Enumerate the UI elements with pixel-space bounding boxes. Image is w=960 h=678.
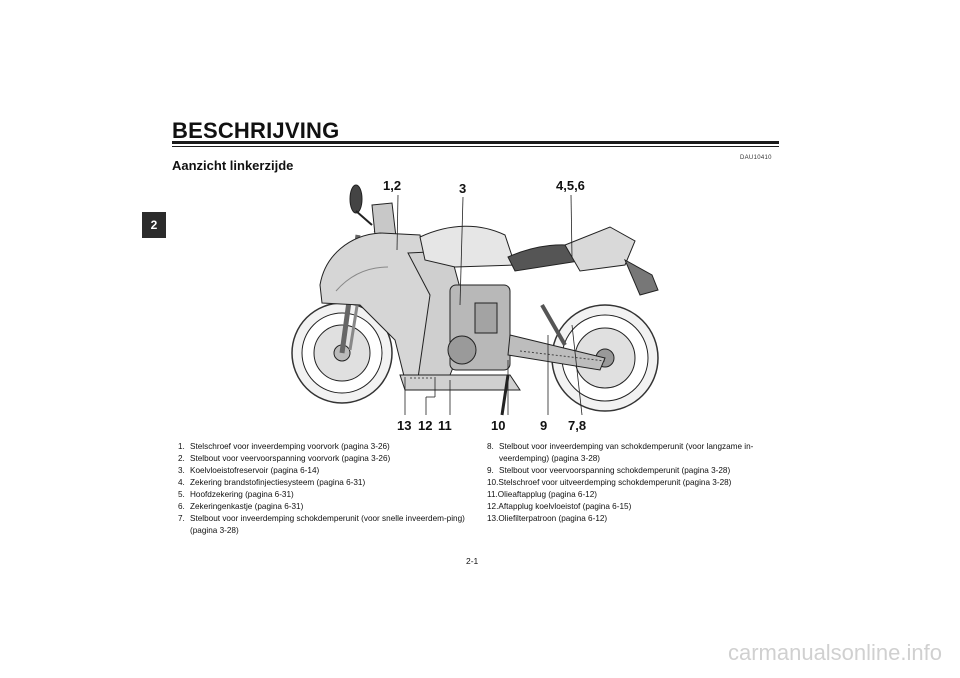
callout-12: 12 [418, 418, 433, 433]
callout-7-8: 7,8 [568, 418, 587, 433]
title-rule-thin [172, 146, 779, 147]
chapter-title: BESCHRIJVING [172, 118, 340, 143]
legend-left-column: 1.Stelschroef voor inveerdemping voorvor… [178, 441, 478, 537]
callout-9: 9 [540, 418, 548, 433]
callout-13: 13 [397, 418, 412, 433]
legend-right-column: 8.Stelbout voor inveerdemping van schokd… [487, 441, 787, 525]
legend-item: 13.Oliefilterpatroon (pagina 6-12) [487, 514, 608, 523]
callout-3: 3 [459, 181, 467, 196]
title-rule [172, 141, 779, 144]
legend-item: 6.Zekeringenkastje (pagina 6-31) [178, 502, 304, 511]
legend-item: 4.Zekering brandstofinjectiesysteem (pag… [178, 478, 366, 487]
watermark[interactable]: carmanualsonline.info [727, 640, 942, 665]
legend-item: 8.Stelbout voor inveerdemping van schokd… [487, 442, 754, 463]
document-code: DAU10410 [740, 155, 772, 161]
legend-item: 1.Stelschroef voor inveerdemping voorvor… [178, 442, 390, 451]
motorcycle-illustration [291, 184, 659, 416]
legend-item: 12.Aftapplug koelvloeistof (pagina 6-15) [487, 502, 632, 511]
legend-item: 3.Koelvloeistofreservoir (pagina 6-14) [178, 466, 320, 475]
callout-11: 11 [438, 418, 452, 433]
legend-item: 9.Stelbout voor veervoorspanning schokde… [487, 466, 731, 475]
section-title: Aanzicht linkerzijde [172, 158, 294, 173]
legend-item: 11.Olieaftapplug (pagina 6-12) [487, 490, 598, 499]
callout-10: 10 [491, 418, 506, 433]
legend-item: 10.Stelschroef voor uitveerdemping schok… [487, 478, 732, 487]
callout-4-5-6: 4,5,6 [556, 178, 585, 193]
callout-1-2: 1,2 [383, 178, 402, 193]
chapter-tab: 2 [142, 212, 166, 238]
legend-item: 2.Stelbout voor veervoorspanning voorvor… [178, 454, 391, 463]
page-number: 2-1 [466, 556, 479, 566]
legend-item: 5.Hoofdzekering (pagina 6-31) [178, 490, 294, 499]
legend-item: 7.Stelbout voor inveerdemping schokdempe… [178, 514, 465, 535]
